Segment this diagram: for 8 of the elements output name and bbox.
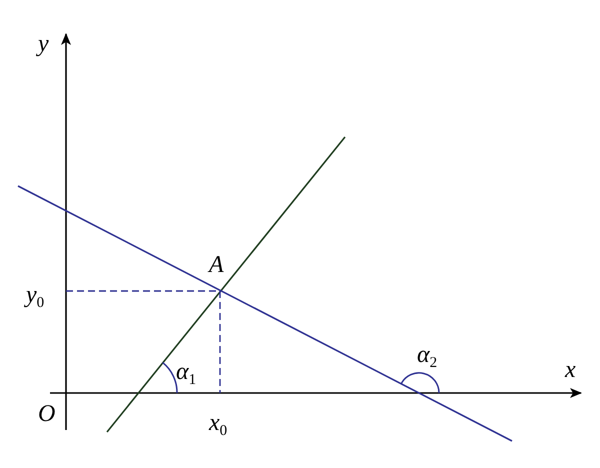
point-label: A <box>209 253 224 277</box>
axis-value-label: y$_{0}$ <box>26 283 44 311</box>
axis-label: y <box>38 32 49 56</box>
origin-label: O <box>38 402 56 426</box>
axis-value-label: x$_{0}$ <box>209 411 228 439</box>
angle-label: α$_{1}$ <box>176 360 196 388</box>
angle-label: α$_{2}$ <box>417 343 438 371</box>
axis-label: x <box>565 358 576 382</box>
